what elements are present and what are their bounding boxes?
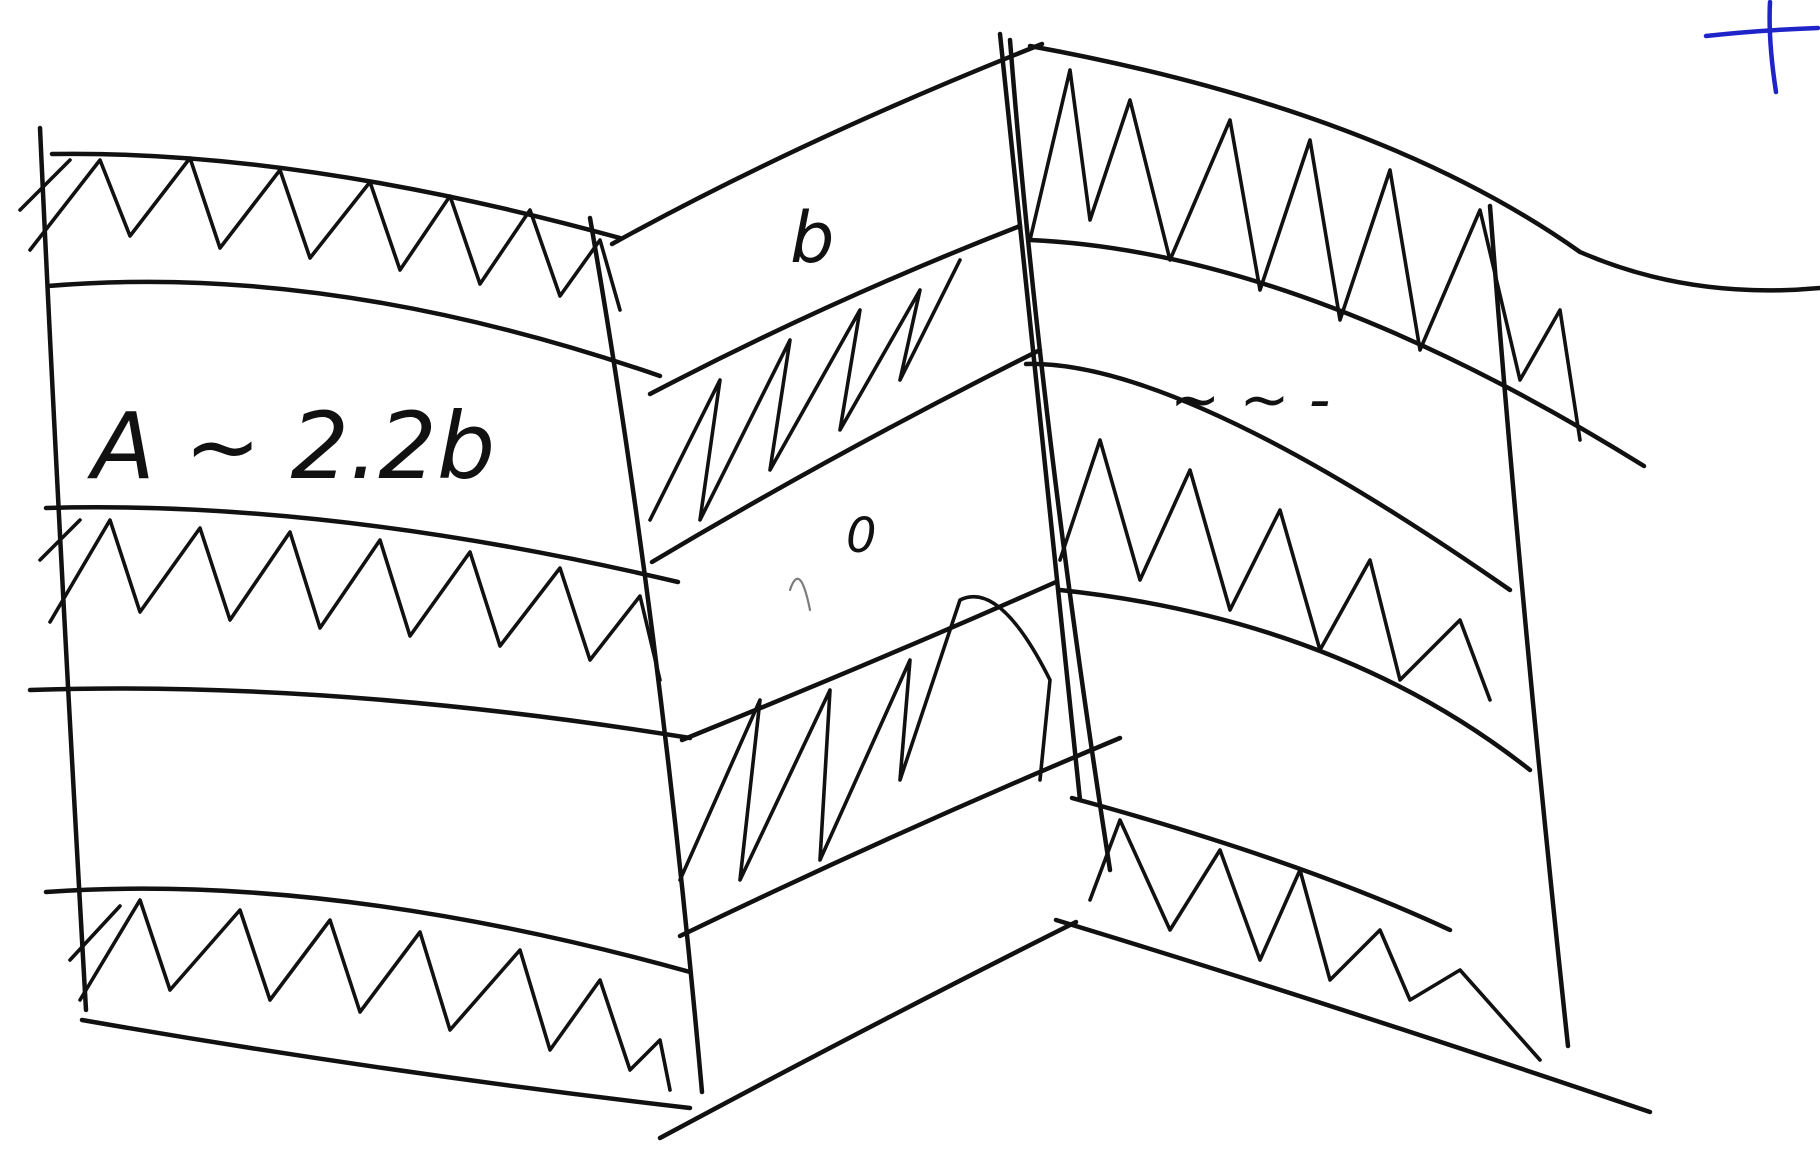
right-band-line-5 [1072, 798, 1450, 930]
right-panel: ~ ~ - [1010, 40, 1820, 1112]
center-hatch-band-2 [680, 597, 1050, 880]
left-band-line-4 [30, 689, 690, 738]
left-panel: A ~ 2.2b [20, 128, 702, 1108]
right-hatch-band-3 [1090, 820, 1540, 1060]
left-band-line-2 [48, 282, 660, 376]
center-hatch-band-1 [650, 260, 960, 520]
center-upper-label: b [790, 197, 834, 279]
left-panel-label-text: A ~ 2.2b [87, 393, 495, 500]
left-panel-label: A ~ 2.2b [87, 393, 495, 500]
corner-mark-vertical [1770, 2, 1776, 92]
left-band-line-6 [82, 1020, 690, 1108]
left-hatch-band-2 [40, 520, 660, 680]
center-band-line-2 [650, 226, 1020, 394]
left-hatch-band-3 [70, 900, 670, 1090]
corner-plus-mark [1706, 2, 1818, 92]
center-mid-label: 0 [846, 508, 877, 564]
right-band-line-2 [1030, 240, 1644, 466]
right-panel-right-edge [1490, 206, 1568, 1046]
right-band-line-6 [1056, 920, 1650, 1112]
center-panel-right-edge [1000, 34, 1080, 800]
right-band-line-4 [1060, 590, 1530, 770]
right-upper-label: ~ ~ - [1170, 365, 1330, 435]
center-band-line-6 [660, 922, 1076, 1138]
right-hatch-band-2 [1060, 440, 1490, 700]
left-hatch-band-1 [20, 158, 620, 310]
center-faint-mark [790, 579, 810, 610]
left-band-line-5 [46, 889, 690, 972]
corner-mark-horizontal [1706, 28, 1818, 36]
left-band-line-3 [46, 507, 678, 582]
